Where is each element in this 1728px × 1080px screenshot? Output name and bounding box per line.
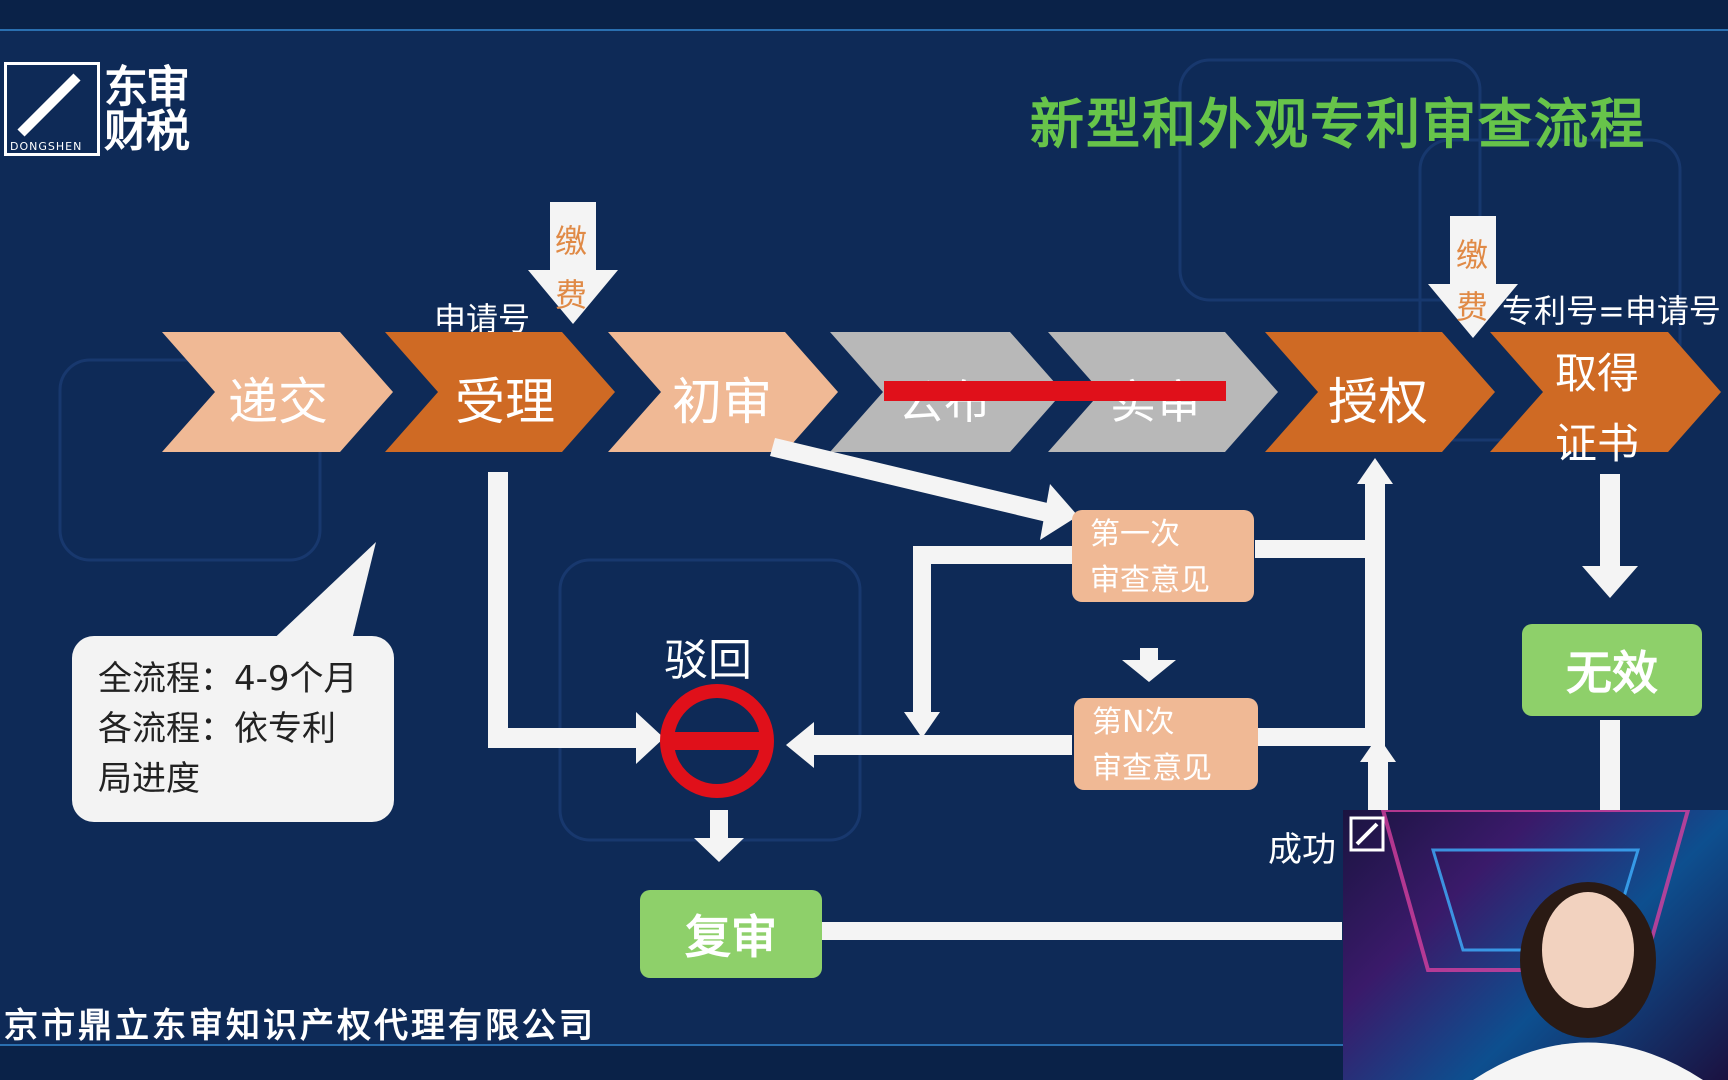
review-box: 复审 [640, 890, 822, 978]
fee-arrow-2 [1428, 216, 1518, 338]
fee-label-2-top: 缴 [1456, 236, 1489, 274]
fee-label-2-bottom: 费 [1456, 288, 1489, 326]
first-opinion-box: 第一次 审查意见 [1072, 510, 1254, 602]
company-name: 京市鼎立东审知识产权代理有限公司 [4, 1006, 596, 1046]
video-background-graphic [1349, 810, 1703, 1080]
chevron-grant [1265, 332, 1495, 452]
fee-label-1-bottom: 费 [555, 276, 588, 314]
chevron-prelim [608, 332, 838, 452]
reject-icon [660, 684, 774, 798]
patent-no-label: 专利号=申请号 [1502, 292, 1721, 330]
chevron-certificate [1490, 332, 1721, 452]
stage-certificate: 证书 [1555, 419, 1640, 468]
logo-slash-icon [17, 73, 81, 137]
presenter-video [1343, 810, 1728, 1080]
app-no-label: 申请号 [434, 300, 531, 338]
strike-line [884, 381, 1226, 401]
note-line-2: 各流程：依专利 [98, 709, 336, 749]
invalid-box: 无效 [1522, 624, 1702, 716]
stage-accept: 受理 [455, 373, 555, 431]
stage-prelim: 初审 [672, 373, 772, 431]
logo-mark [4, 62, 100, 156]
stage-submit: 递交 [228, 373, 328, 431]
stage-grant: 授权 [1328, 373, 1428, 431]
bubble-tail [264, 542, 376, 648]
first-opinion-line2: 审查意见 [1090, 563, 1210, 598]
chevron-accept [385, 332, 615, 452]
note-line-3: 局进度 [98, 759, 200, 799]
nth-opinion-line1: 第N次 [1092, 705, 1175, 740]
fee-label-1-top: 缴 [555, 222, 588, 260]
logo-text: 东审财税 [104, 62, 190, 157]
fee-arrow-1 [528, 202, 618, 324]
logo-subtext: DONGSHEN [10, 140, 83, 153]
page-title: 新型和外观专利审查流程 [1030, 93, 1646, 156]
chevron-submit [162, 332, 393, 452]
success-label: 成功 [1268, 830, 1336, 870]
reject-label: 驳回 [664, 635, 752, 686]
nth-opinion-box: 第N次 审查意见 [1074, 698, 1258, 790]
nth-opinion-line2: 审查意见 [1092, 751, 1212, 786]
note-line-1: 全流程：4-9个月 [98, 659, 358, 699]
first-opinion-line1: 第一次 [1090, 517, 1180, 552]
stage-obtain: 取得 [1555, 349, 1640, 398]
duration-note-bubble: 全流程：4-9个月 各流程：依专利 局进度 [72, 636, 394, 822]
